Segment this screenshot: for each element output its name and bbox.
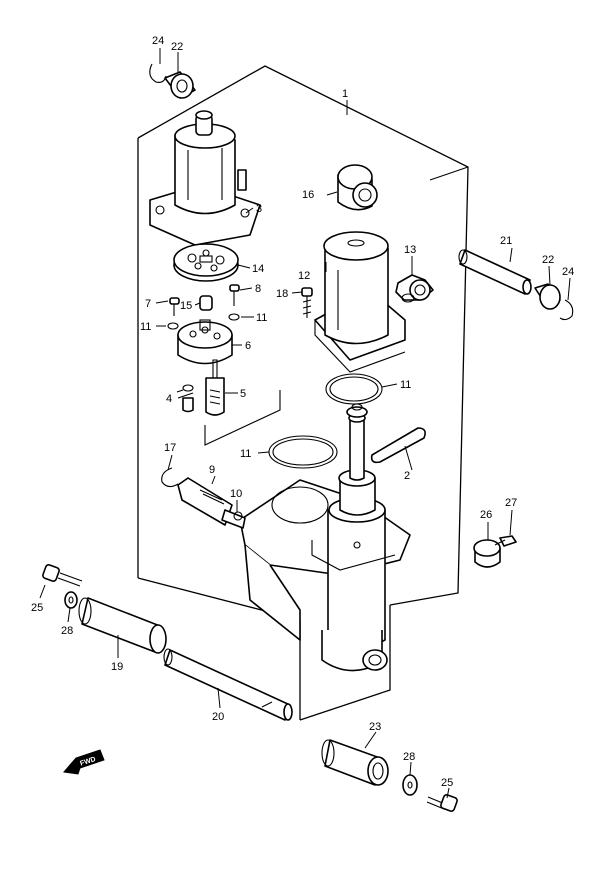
callout-1: 1 [342,88,348,100]
callout-8: 8 [255,283,261,295]
callout-3: 3 [256,203,262,215]
collar-top [149,63,196,99]
callout-28-right: 28 [403,751,415,763]
callout-28-left: 28 [61,625,73,637]
upper-shaft [458,249,532,295]
reservoir-tank [314,231,406,373]
callout-16: 16 [302,189,314,201]
callout-2: 2 [404,470,410,482]
shaft [163,648,293,721]
small-bolts [167,284,240,330]
callout-11-cylinder: 11 [240,448,251,460]
callout-22-right: 22 [542,254,554,266]
trim-motor [149,110,261,246]
callout-11-reservoir: 11 [400,379,411,391]
callout-5: 5 [240,388,246,400]
callout-7: 7 [145,298,151,310]
callout-17: 17 [164,442,176,454]
fwd-label: FWD [79,756,96,768]
bolt-left [42,564,83,609]
o-ring [272,438,334,466]
callout-13: 13 [404,244,416,256]
callout-22-top: 22 [171,41,183,53]
callout-6: 6 [245,340,251,352]
gear-plate [173,243,239,282]
callout-24-right: 24 [562,266,574,278]
bushing-left [78,597,167,654]
callout-10: 10 [230,488,242,500]
o-ring [329,376,379,402]
callout-23: 23 [369,721,381,733]
bracket-outline [204,390,281,446]
callout-12: 12 [298,270,310,282]
fill-plug [395,274,434,303]
callout-25-left: 25 [31,602,43,614]
valve-parts [177,359,225,416]
screw [301,287,313,318]
callout-15: 15 [180,300,192,312]
fwd-arrow-icon: FWD [63,749,105,775]
callout-21: 21 [500,235,512,247]
o-ring [268,435,338,469]
callout-9: 9 [209,464,215,476]
callout-19: 19 [111,661,123,673]
valve-body [177,319,233,365]
callout-27: 27 [505,497,517,509]
callout-4: 4 [166,393,172,405]
callout-14: 14 [252,263,264,275]
snap-ring [161,467,179,488]
bushing-bottom [321,739,389,786]
leader-lines [39,48,571,799]
bolt-right [402,774,458,812]
callout-11-right: 11 [256,312,267,324]
callout-11-left: 11 [140,321,151,333]
collar [473,535,517,568]
manual-release-valve [177,477,246,529]
callout-25-right: 25 [441,777,453,789]
callout-24-top: 24 [152,35,164,47]
collar-right [534,283,574,321]
trim-cylinder [239,403,411,672]
o-ring [325,373,383,405]
clip [370,427,426,464]
callout-20: 20 [212,711,224,723]
callout-26: 26 [480,509,492,521]
callout-18: 18 [276,288,288,300]
bushing [337,164,378,211]
callout-labels: 1 24 22 3 14 8 7 15 11 11 6 4 5 16 12 13… [31,35,574,789]
assembly-frame [137,65,469,721]
